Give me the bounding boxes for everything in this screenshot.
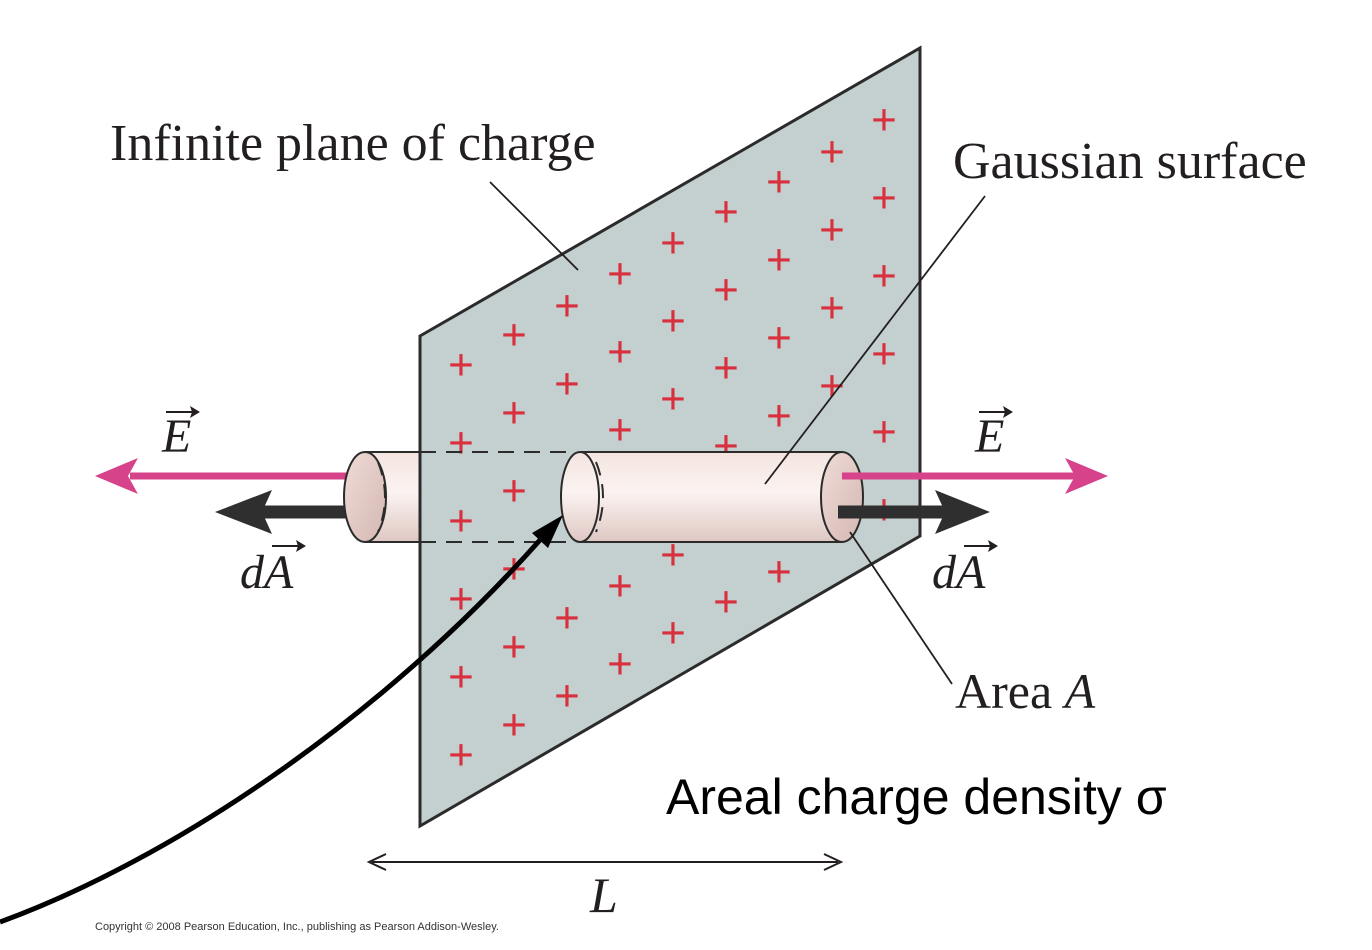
svg-text:dA: dA	[240, 546, 294, 599]
charge-grid: + + + + + + + + + + + + + + + + + + + + + + + + + + + + + + + + + + + + + + + +…	[448, 96, 897, 780]
charge-plus: +	[766, 314, 792, 363]
copyright-text: Copyright © 2008 Pearson Education, Inc.…	[95, 921, 499, 933]
charge-plus: +	[871, 96, 897, 145]
leader-line-gaussian	[764, 195, 986, 485]
charge-plus: +	[501, 467, 527, 516]
plane-label: Infinite plane of charge	[110, 115, 596, 172]
charge-plus: +	[607, 406, 633, 455]
charge-plus: +	[660, 297, 686, 346]
charge-plus: +	[448, 419, 474, 468]
gaussian-cylinder	[560, 451, 864, 543]
charge-plus: +	[871, 252, 897, 301]
charge-plus: +	[713, 344, 739, 393]
e-field-arrow-right	[842, 458, 1108, 494]
charge-plus: +	[819, 362, 845, 411]
charge-plus: +	[871, 330, 897, 379]
cylinder-end-cap-area	[820, 451, 864, 543]
charge-plus: +	[448, 731, 474, 780]
da-label-right: dA	[932, 540, 998, 599]
charge-plus: +	[448, 497, 474, 546]
charge-plus: +	[501, 389, 527, 438]
e-field-arrow-left	[95, 458, 350, 494]
charge-plus: +	[607, 562, 633, 611]
charge-plus: +	[501, 311, 527, 360]
length-label: L	[589, 867, 618, 923]
area-vector-arrow-left	[215, 490, 350, 534]
area-vector-arrow-right	[838, 490, 990, 534]
charge-plus: +	[660, 219, 686, 268]
charge-plus: +	[819, 284, 845, 333]
areal-density-label: Areal charge density σ	[666, 769, 1167, 825]
area-label: Area A	[955, 663, 1096, 719]
da-label-left: dA	[240, 540, 306, 599]
charge-plus: +	[766, 158, 792, 207]
charge-plus: +	[448, 653, 474, 702]
charge-plus: +	[448, 341, 474, 390]
charge-plus: +	[501, 623, 527, 672]
charge-plus: +	[554, 594, 580, 643]
leader-line-area	[849, 531, 953, 685]
charge-plus: +	[766, 548, 792, 597]
gaussian-surface-label: Gaussian surface	[953, 133, 1307, 190]
charge-plus: +	[713, 188, 739, 237]
length-dimension: L	[366, 853, 844, 923]
charge-plus: +	[554, 672, 580, 721]
charge-plus: +	[607, 328, 633, 377]
charge-plus: +	[607, 250, 633, 299]
leader-line-plane	[489, 181, 579, 271]
charge-plus: +	[871, 408, 897, 457]
charge-plus: +	[554, 360, 580, 409]
charge-plus: +	[660, 609, 686, 658]
charge-plus: +	[501, 701, 527, 750]
charge-plus: +	[871, 174, 897, 223]
svg-text:E: E	[161, 410, 191, 463]
charge-plus: +	[819, 206, 845, 255]
e-label-left: E	[161, 406, 200, 463]
charge-plus: +	[660, 375, 686, 424]
charge-plus: +	[713, 578, 739, 627]
charge-plus: +	[607, 640, 633, 689]
charge-plus: +	[766, 236, 792, 285]
charge-plus: +	[819, 128, 845, 177]
charge-plus: +	[766, 392, 792, 441]
charge-plus: +	[713, 266, 739, 315]
e-label-right: E	[974, 406, 1013, 463]
svg-text:dA: dA	[932, 546, 986, 599]
charge-plus: +	[554, 282, 580, 331]
pointer-arrow	[0, 515, 563, 925]
svg-text:E: E	[974, 410, 1004, 463]
